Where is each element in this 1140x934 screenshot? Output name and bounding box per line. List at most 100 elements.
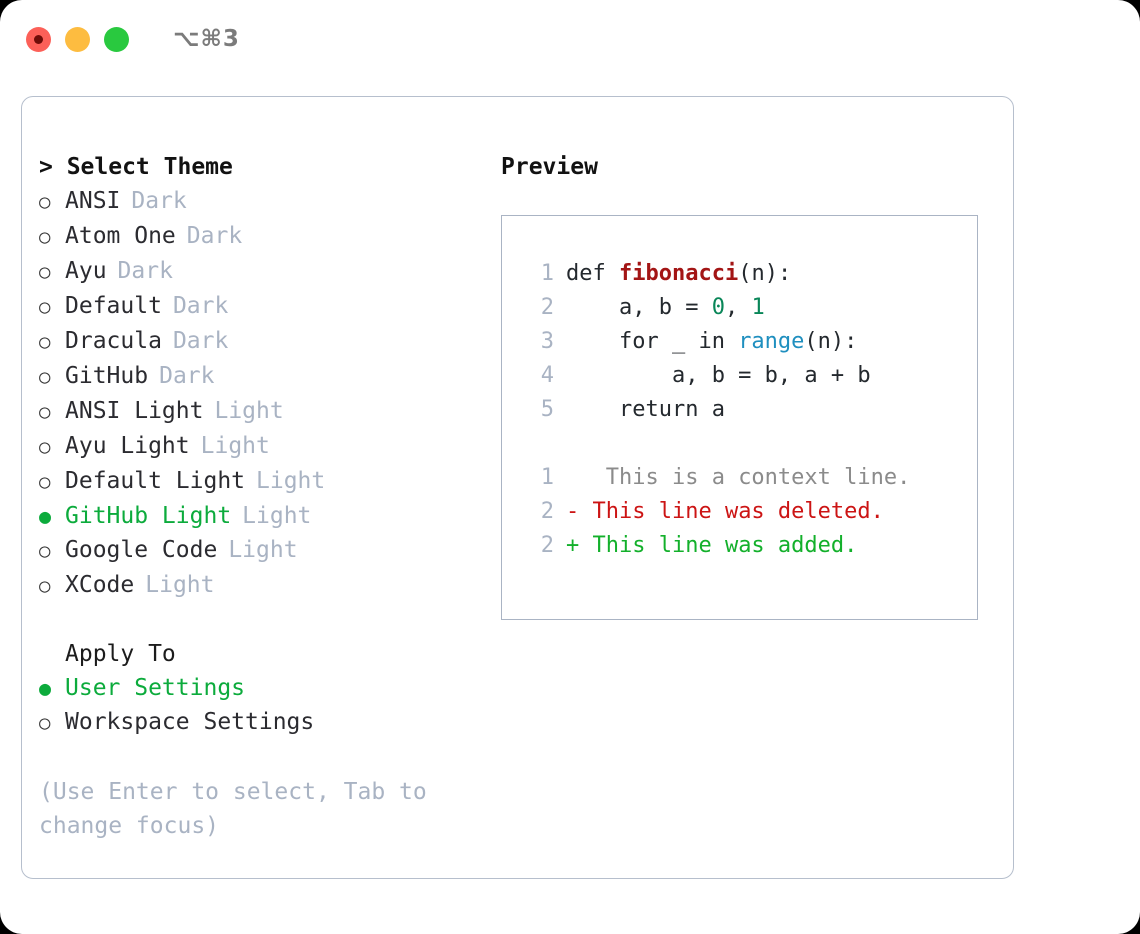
minimize-button-icon[interactable]: [65, 26, 90, 52]
theme-list-item[interactable]: ○ Ayu Dark: [39, 254, 499, 289]
radio-unselected-icon: ○: [39, 540, 51, 562]
radio-unselected-icon: ○: [39, 712, 51, 734]
code-token: ,: [724, 295, 752, 320]
keyboard-shortcut-label: ⌥⌘3: [173, 26, 240, 52]
diff-sample: 1 This is a context line.2- This line wa…: [524, 461, 977, 563]
code-token: (n):: [804, 329, 858, 354]
code-line-text: def fibonacci(n):: [566, 257, 791, 291]
apply-to-label: User Settings: [65, 675, 246, 701]
theme-name-label: Ayu: [65, 258, 107, 284]
line-number: 1: [540, 261, 554, 286]
radio-unselected-icon: ○: [39, 401, 51, 423]
radio-unselected-icon: ○: [39, 471, 51, 493]
theme-kind-label: Dark: [186, 223, 243, 249]
theme-name-label: Ayu Light: [65, 433, 190, 459]
apply-to-option[interactable]: ○ Workspace Settings: [39, 705, 499, 740]
radio-selected-icon: ●: [39, 676, 52, 700]
diff-marker: +: [566, 533, 580, 558]
theme-name-label: GitHub: [65, 363, 149, 389]
maximize-button-icon[interactable]: [104, 26, 129, 52]
apply-to-list: ● User Settings ○ Workspace Settings: [39, 671, 499, 740]
code-line: 3 for _ in range(n):: [524, 325, 977, 359]
diff-line: 2- This line was deleted.: [524, 495, 977, 529]
close-button-icon[interactable]: [26, 26, 51, 52]
theme-kind-label: Light: [214, 398, 284, 424]
apply-to-header: Apply To: [65, 641, 176, 667]
diff-line-text: This line was deleted.: [579, 499, 884, 524]
theme-kind-label: Light: [145, 572, 215, 598]
line-number: 2: [540, 499, 554, 524]
theme-kind-label: Light: [256, 468, 326, 494]
radio-unselected-icon: ○: [39, 296, 51, 318]
line-number: 2: [540, 295, 554, 320]
line-number: 4: [540, 363, 554, 388]
window-controls: [26, 26, 129, 52]
keyboard-hint-text: (Use Enter to select, Tab to change focu…: [39, 779, 427, 839]
radio-selected-icon: ●: [39, 504, 52, 528]
diff-line-text: This line was added.: [579, 533, 858, 558]
radio-unselected-icon: ○: [39, 436, 51, 458]
theme-list-item[interactable]: ○ XCode Light: [39, 568, 499, 603]
theme-name-label: XCode: [65, 572, 135, 598]
theme-name-label: Default Light: [65, 468, 246, 494]
theme-kind-label: Dark: [117, 258, 173, 284]
code-token: fibonacci: [618, 261, 739, 286]
code-token: (n):: [738, 261, 792, 286]
code-line-text: a, b = b, a + b: [566, 359, 871, 393]
diff-marker: [566, 461, 579, 495]
theme-kind-label: Dark: [172, 328, 229, 354]
theme-kind-label: Light: [228, 537, 298, 563]
code-token: 0: [711, 295, 725, 320]
apply-to-label: Workspace Settings: [65, 709, 315, 735]
code-line: 1 def fibonacci(n):: [524, 257, 977, 291]
theme-kind-label: Light: [242, 503, 312, 529]
apply-to-option[interactable]: ● User Settings: [39, 671, 499, 705]
code-token: a, b = b, a + b: [566, 363, 871, 388]
theme-name-label: Default: [65, 293, 162, 319]
theme-name-label: Atom One: [65, 223, 176, 249]
code-line-text: for _ in range(n):: [566, 325, 857, 359]
code-token: a, b =: [566, 295, 712, 320]
radio-unselected-icon: ○: [39, 331, 51, 353]
diff-line-text: This is a context line.: [579, 465, 911, 490]
code-line-text: a, b = 0, 1: [566, 291, 765, 325]
theme-list-item[interactable]: ● GitHub Light Light: [39, 499, 499, 533]
line-number: 3: [540, 329, 554, 354]
theme-kind-label: Dark: [131, 188, 187, 214]
code-token: 1: [751, 295, 765, 320]
radio-unselected-icon: ○: [39, 261, 51, 283]
code-spacer: [524, 427, 977, 461]
code-line-text: return a: [566, 393, 725, 427]
theme-name-label: Google Code: [65, 537, 218, 563]
theme-list-item[interactable]: ○ Google Code Light: [39, 533, 499, 568]
radio-unselected-icon: ○: [39, 366, 51, 388]
theme-list-item[interactable]: ○ Ayu Light Light: [39, 429, 499, 464]
close-dot-icon: [34, 34, 43, 44]
radio-unselected-icon: ○: [39, 575, 51, 597]
line-number: 5: [540, 397, 554, 422]
radio-unselected-icon: ○: [39, 191, 51, 213]
preview-header: Preview: [501, 154, 598, 180]
line-number: 2: [540, 533, 554, 558]
theme-kind-label: Light: [200, 433, 270, 459]
theme-list-item[interactable]: ○ Default Light Light: [39, 464, 499, 499]
code-line: 5 return a: [524, 393, 977, 427]
select-theme-header: > Select Theme: [39, 154, 233, 180]
theme-name-label: GitHub Light: [65, 503, 232, 529]
code-token: def: [566, 261, 619, 286]
diff-line: 1 This is a context line.: [524, 461, 977, 495]
code-token: for _ in: [566, 329, 739, 354]
diff-marker: -: [566, 499, 580, 524]
